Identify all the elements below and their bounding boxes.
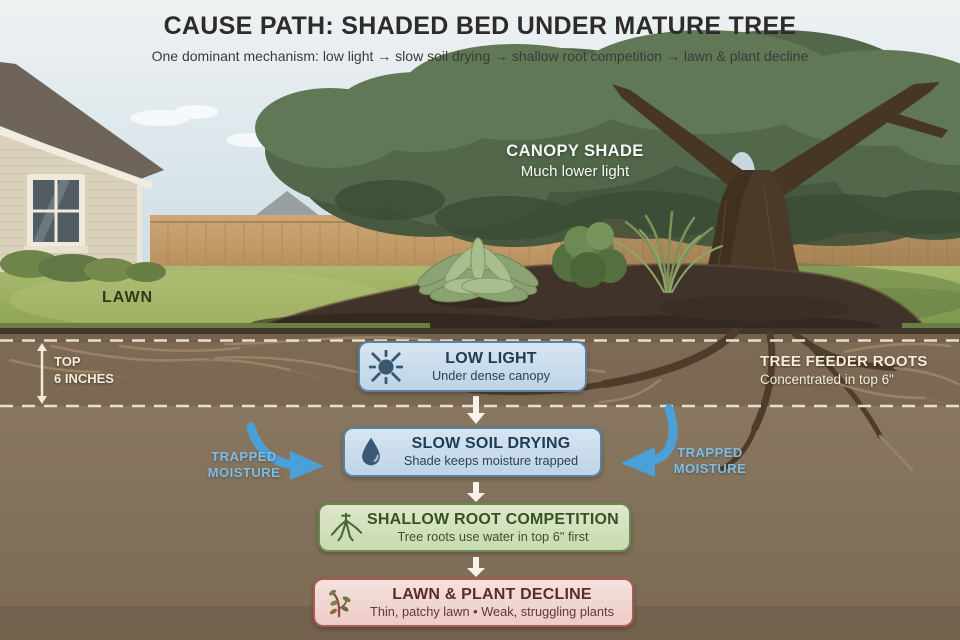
house (0, 62, 166, 282)
roots-icon (329, 511, 363, 545)
lawn-label: LAWN (102, 289, 154, 306)
flow-step-shallow-root-competition: SHALLOW ROOT COMPETITION Tree roots use … (318, 503, 631, 552)
foundation-shrubs (0, 250, 166, 282)
flow-step-subtitle: Under dense canopy (431, 367, 551, 383)
flow-step-title: LAWN & PLANT DECLINE (392, 585, 592, 603)
flow-arrow-3 (467, 557, 485, 577)
house-window (24, 174, 88, 253)
page-subtitle: One dominant mechanism: low light → slow… (151, 48, 809, 64)
dim-sun-icon (369, 349, 403, 384)
flow-step-title: SLOW SOIL DRYING (411, 435, 571, 453)
soil-top-shadow (0, 334, 960, 342)
flow-step-slow-soil-drying: SLOW SOIL DRYING Shade keeps moisture tr… (343, 427, 602, 477)
flow-arrow-1 (467, 396, 485, 424)
tree-feeder-roots-label: TREE FEEDER ROOTS Concentrated in top 6" (760, 353, 928, 387)
shrub (552, 222, 627, 288)
wilted-plant-icon (324, 586, 358, 620)
sod-edge (0, 323, 960, 336)
flow-step-subtitle: Tree roots use water in top 6" first (397, 528, 589, 544)
top-six-inches-label: TOP 6 INCHES (54, 354, 114, 386)
ornamental-grass (615, 210, 723, 294)
flow-step-lawn-plant-decline: LAWN & PLANT DECLINE Thin, patchy lawn •… (313, 578, 634, 627)
flow-step-subtitle: Shade keeps moisture trapped (403, 453, 579, 469)
moisture-arrow-left (246, 422, 324, 480)
trapped-moisture-label-right: TRAPPED MOISTURE (673, 445, 747, 476)
moisture-arrow-right (621, 404, 678, 477)
house-roof (0, 62, 164, 180)
feeder-roots (8, 328, 960, 477)
flow-arrow-2 (467, 482, 485, 502)
flow-step-low-light: LOW LIGHT Under dense canopy (358, 341, 587, 392)
flow-step-title: SHALLOW ROOT COMPETITION (367, 510, 619, 528)
water-drop-icon (354, 436, 388, 468)
flow-step-subtitle: Thin, patchy lawn • Weak, struggling pla… (370, 603, 614, 619)
flow-step-title: LOW LIGHT (445, 349, 537, 367)
hosta-plant (417, 237, 539, 308)
depth-arrow (37, 343, 47, 404)
page-title: CAUSE PATH: SHADED BED UNDER MATURE TREE (163, 12, 797, 40)
trapped-moisture-label-left: TRAPPED MOISTURE (207, 449, 281, 480)
downspout (137, 186, 142, 272)
canopy-shade-label: CANOPY SHADE Much lower light (506, 142, 644, 180)
